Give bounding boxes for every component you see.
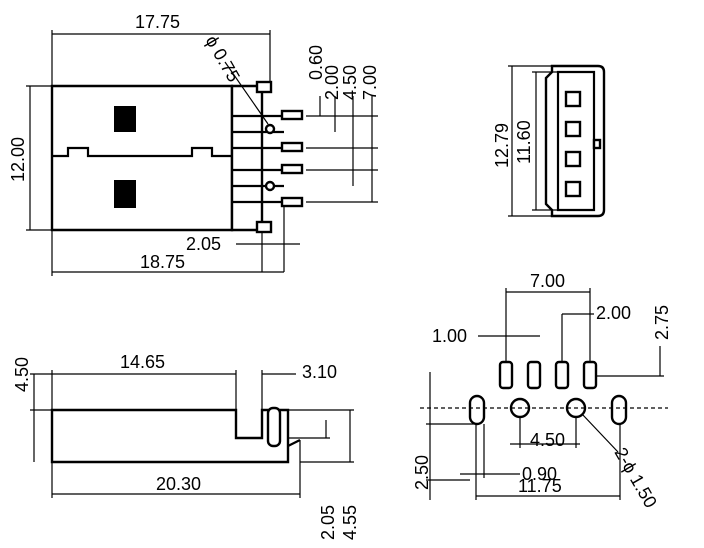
contact: [564, 150, 582, 168]
contact: [564, 90, 582, 108]
top-view-tab-top: [255, 80, 273, 94]
dim-0-90: 0.90: [522, 464, 557, 484]
top-view-latch-line: [52, 146, 232, 158]
pad: [582, 360, 598, 390]
side-view-body: [50, 408, 290, 464]
dim-20-30: 20.30: [156, 474, 201, 494]
side-view-pin: [287, 439, 301, 447]
pin-post: [264, 123, 276, 135]
contact: [564, 120, 582, 138]
dim-2-05-top: 2.05: [186, 234, 221, 254]
side-view: 4.50 14.65 3.10 20.30 2.05 4.55: [12, 352, 360, 540]
dim-4-55: 4.55: [340, 505, 360, 540]
dim-2-00: 2.00: [322, 65, 342, 100]
top-view-tab-bottom: [255, 220, 273, 234]
dim-phi-075: ϕ 0.75: [202, 32, 244, 85]
dim-12-79: 12.79: [492, 123, 512, 168]
pad: [498, 360, 514, 390]
mount-slot: [610, 394, 628, 426]
pin-tip: [280, 196, 304, 208]
side-view-tab: [266, 406, 282, 448]
dim-2-00-fp: 2.00: [596, 303, 631, 323]
dim-2-50: 2.50: [412, 455, 432, 490]
dim-7-00-fp: 7.00: [530, 271, 565, 291]
top-view-body: [50, 84, 234, 232]
pad: [554, 360, 570, 390]
top-view-window-lower: [114, 180, 136, 208]
dim-18-75: 18.75: [140, 252, 185, 272]
dim-4-50-fp: 4.50: [530, 430, 565, 450]
dim-2-05-side: 2.05: [318, 505, 338, 540]
dim-14-65: 14.65: [120, 352, 165, 372]
dim-0-60: 0.60: [306, 45, 326, 80]
dim-11-75: 11.75: [518, 476, 562, 496]
top-view-window-upper: [114, 106, 136, 132]
pin-tip: [280, 163, 304, 175]
end-view-latch: [592, 138, 602, 150]
end-view-shell: [544, 64, 606, 218]
dim-1-00: 1.00: [432, 326, 467, 346]
pin-tip: [280, 141, 304, 153]
pin-tip: [280, 109, 304, 121]
pin-post: [264, 180, 276, 192]
mount-slot: [468, 394, 486, 426]
end-view: 12.79 11.60: [492, 64, 606, 218]
pcb-footprint: 7.00 2.00 1.00 2.75 4.50 2.50 0.90 11.75…: [412, 271, 672, 511]
top-view-pin-block: [230, 84, 264, 232]
top-view: 17.75 ϕ 0.75 0.60 2.00 4.50 7.00 12.00 2…: [8, 12, 380, 276]
end-view-inner: [556, 70, 596, 212]
dim-11-60: 11.60: [514, 120, 534, 164]
pad: [526, 360, 542, 390]
dim-2-phi-1-50: 2-ϕ 1.50: [611, 444, 661, 511]
contact: [564, 180, 582, 198]
dim-2-75: 2.75: [652, 305, 672, 340]
dia-leader: [224, 61, 269, 125]
dim-2phi-leader: [581, 413, 619, 453]
dim-12-00: 12.00: [8, 137, 28, 182]
dim-4-50-side: 4.50: [12, 357, 32, 392]
dim-4-50: 4.50: [340, 65, 360, 100]
dim-7-00: 7.00: [360, 65, 380, 100]
dim-17-75: 17.75: [135, 12, 180, 32]
dim-3-10: 3.10: [302, 362, 337, 382]
top-view-pins: [232, 109, 304, 208]
